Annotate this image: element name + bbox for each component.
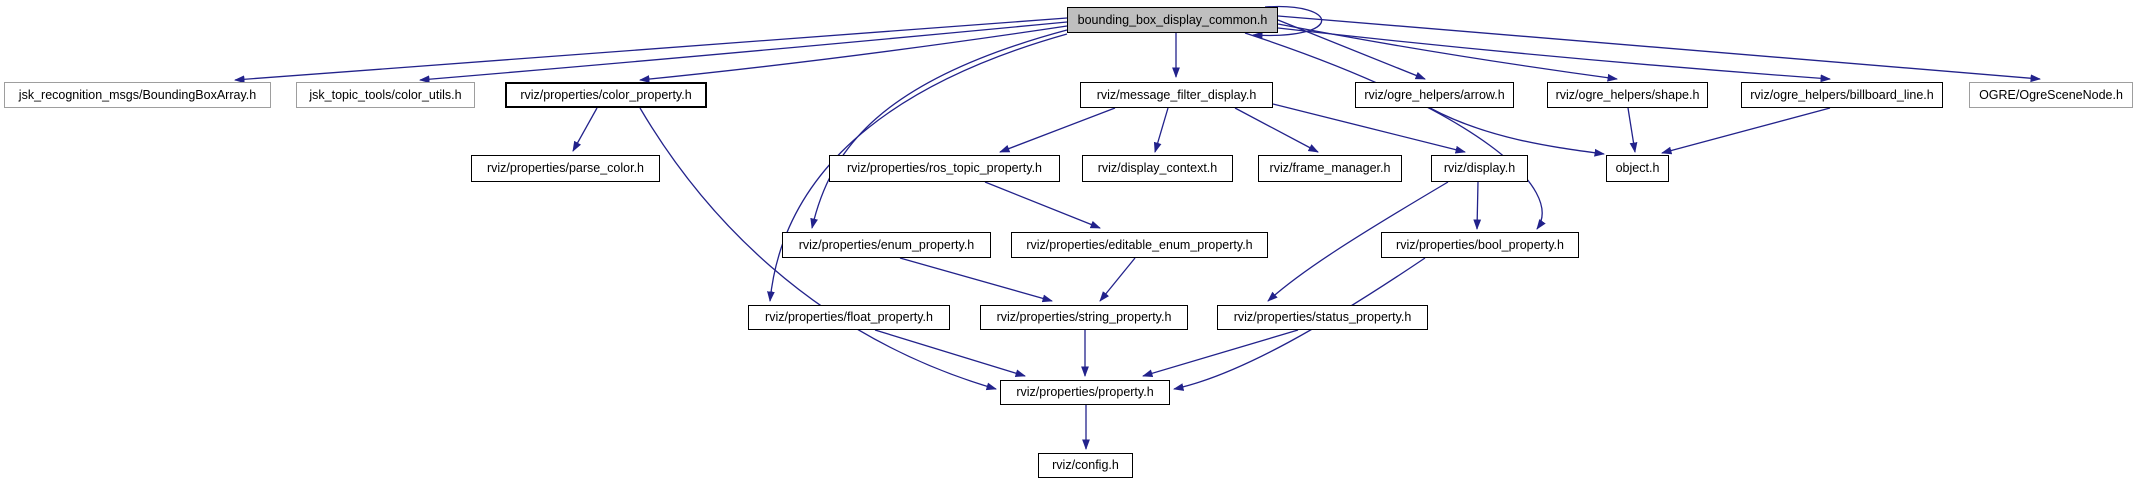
include-edge-eep-sp [1099,257,1136,302]
include-edge-mfd-rtp [999,107,1116,153]
include-edge-fp-prop [874,329,1026,377]
include-edge-root-fp [767,33,1068,302]
include-edge-cp-prop [639,107,997,391]
include-edge-root-cu [419,21,1068,84]
graph-node-bba: jsk_recognition_msgs/BoundingBoxArray.h [4,82,271,108]
graph-node-mfd[interactable]: rviz/message_filter_display.h [1080,82,1273,108]
include-edge-bl-obj [1661,107,1831,155]
graph-node-ar[interactable]: rviz/ogre_helpers/arrow.h [1355,82,1514,108]
include-edge-root-bba [234,17,1068,84]
graph-node-pc[interactable]: rviz/properties/parse_color.h [471,155,660,182]
include-edge-rtp-eep [984,181,1101,229]
self-include-edge [1252,5,1323,40]
include-edge-cp-pc [572,107,598,152]
include-edge-bp-prop [1173,257,1426,391]
include-edge-stp-prop [1142,329,1299,378]
graph-node-cu: jsk_topic_tools/color_utils.h [296,82,475,108]
include-edge-root-ar [1277,19,1426,80]
include-edge-root-bp [1244,32,1546,230]
graph-node-eep[interactable]: rviz/properties/editable_enum_property.h [1011,232,1268,258]
graph-node-bp[interactable]: rviz/properties/bool_property.h [1381,232,1579,258]
include-edge-disp-bp [1473,181,1482,230]
graph-node-bl[interactable]: rviz/ogre_helpers/billboard_line.h [1741,82,1943,108]
graph-node-osn: OGRE/OgreSceneNode.h [1969,82,2133,108]
graph-node-sp[interactable]: rviz/properties/string_property.h [980,305,1188,330]
graph-node-prop[interactable]: rviz/properties/property.h [1000,380,1170,405]
include-edge-ep-sp [899,257,1053,303]
include-edge-sh-obj [1627,107,1638,153]
graph-node-stp[interactable]: rviz/properties/status_property.h [1217,305,1428,330]
graph-node-ep[interactable]: rviz/properties/enum_property.h [782,232,991,258]
include-edge-root-bl [1277,27,1831,83]
include-edge-disp-stp [1267,181,1449,302]
graph-node-cfg[interactable]: rviz/config.h [1038,453,1133,478]
include-edge-mfd-dc [1153,107,1169,153]
graph-node-dc[interactable]: rviz/display_context.h [1082,155,1233,182]
graph-node-cp[interactable]: rviz/properties/color_property.h [505,82,707,108]
include-edge-root-osn [1277,15,2041,83]
graph-node-fp[interactable]: rviz/properties/float_property.h [748,305,950,330]
graph-node-sh[interactable]: rviz/ogre_helpers/shape.h [1547,82,1708,108]
graph-node-fm[interactable]: rviz/frame_manager.h [1258,155,1402,182]
graph-node-obj[interactable]: object.h [1606,155,1669,182]
include-edge-ar-obj [1429,107,1605,157]
graph-node-root: bounding_box_display_common.h [1067,7,1278,33]
graph-node-rtp[interactable]: rviz/properties/ros_topic_property.h [829,155,1060,182]
include-edge-mfd-fm [1234,107,1319,153]
include-edge-root-cp [639,25,1068,83]
include-edge-root-sh [1277,23,1618,82]
include-edge-root-ep [810,29,1068,229]
include-edge-mfd-disp [1272,103,1466,154]
graph-node-disp[interactable]: rviz/display.h [1431,155,1528,182]
